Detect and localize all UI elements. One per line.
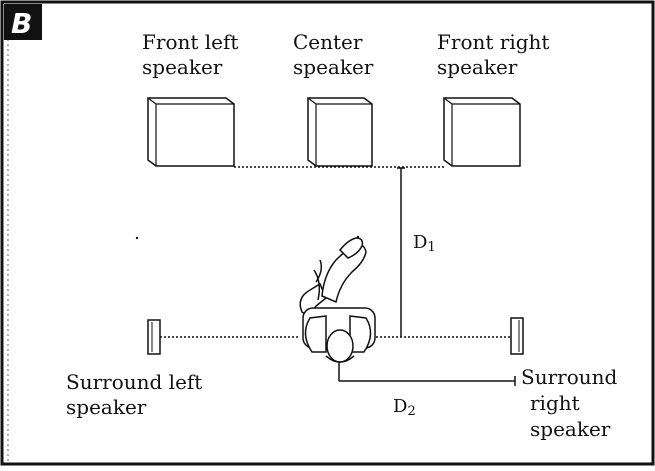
center-label-line1: Center	[293, 30, 363, 54]
surround-left-label-line1: Surround left	[66, 370, 202, 394]
surround-left-speaker-icon	[147, 319, 161, 355]
front-left-label-line2: speaker	[142, 55, 223, 79]
front-right-label-line1: Front right	[437, 30, 549, 54]
d2-label: D2	[393, 396, 416, 419]
surround-right-label-line3: speaker	[530, 417, 611, 441]
stray-dot	[356, 235, 360, 239]
front-right-label-line2: speaker	[437, 55, 518, 79]
listener-figure	[299, 237, 376, 363]
surround-right-label-line2: right	[530, 391, 580, 415]
d2-dimension-line	[338, 362, 516, 386]
surround-right-label-line1: Surround	[521, 365, 618, 389]
center-speaker-icon	[307, 97, 373, 167]
section-badge-letter: B	[11, 7, 32, 40]
section-badge	[4, 4, 42, 40]
front-left-label-line1: Front left	[142, 30, 238, 54]
surround-left-label-line2: speaker	[66, 395, 147, 419]
surround-right-speaker-icon	[510, 317, 524, 355]
center-label-line2: speaker	[293, 55, 374, 79]
d1-label: D1	[413, 232, 436, 255]
stray-dot	[135, 236, 139, 240]
front-left-speaker-icon	[147, 97, 235, 167]
d1-dimension-line	[397, 167, 405, 337]
front-right-speaker-icon	[443, 97, 521, 167]
